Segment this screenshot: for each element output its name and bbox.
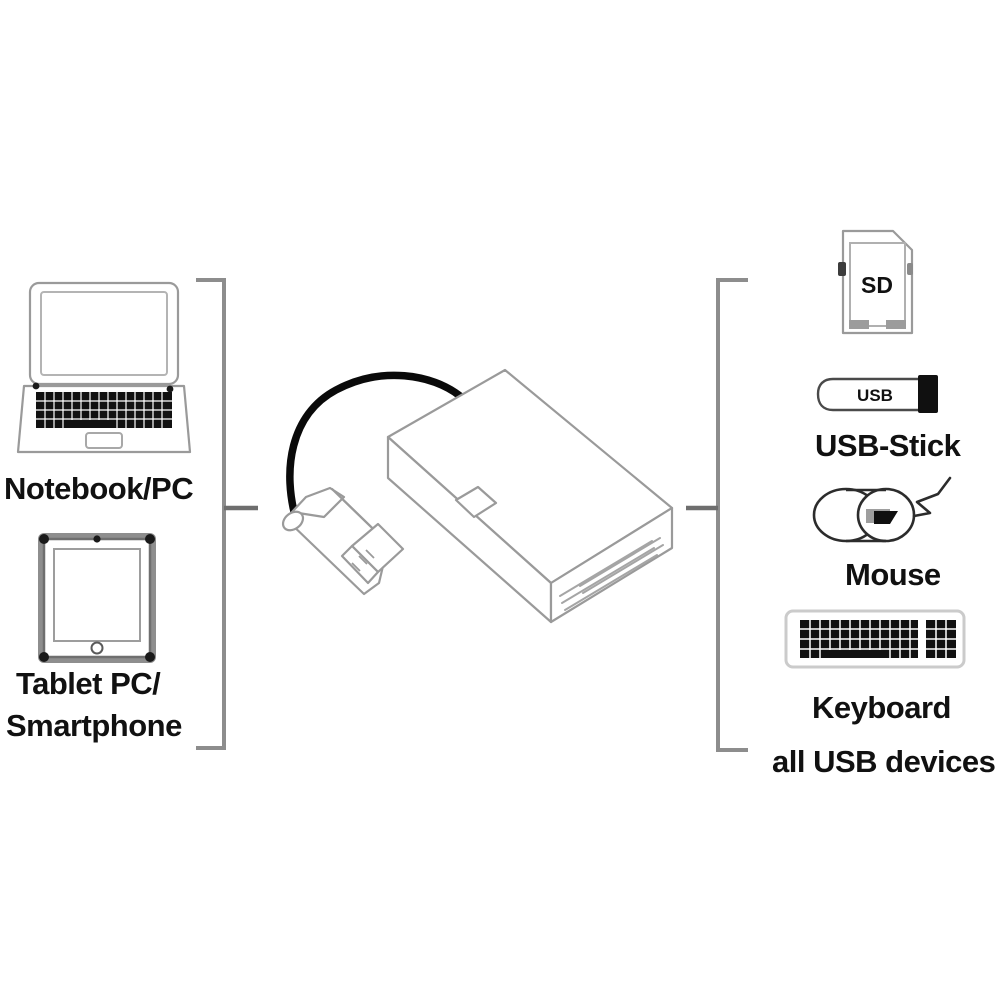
usb-stick-chip-text: USB bbox=[857, 386, 893, 405]
center-hub-group bbox=[281, 368, 674, 624]
sd-card-icon: SD bbox=[838, 229, 914, 335]
usb-otg-hub bbox=[386, 368, 674, 624]
sd-card-chip-text: SD bbox=[861, 272, 893, 298]
label-keyboard: Keyboard bbox=[812, 690, 951, 725]
right-device-group: SD USB USB-Stick Mouse bbox=[686, 229, 996, 779]
label-usb-stick: USB-Stick bbox=[815, 428, 962, 463]
label-mouse: Mouse bbox=[845, 557, 941, 592]
label-notebook-pc: Notebook/PC bbox=[4, 471, 193, 506]
usb-cable bbox=[286, 371, 464, 527]
label-all-usb-devices: all USB devices bbox=[772, 744, 995, 779]
micro-usb-connector bbox=[281, 486, 405, 596]
tablet-icon bbox=[38, 533, 156, 663]
keyboard-icon bbox=[784, 609, 966, 669]
hub-vent-slots bbox=[559, 537, 664, 611]
right-bracket bbox=[686, 278, 748, 752]
label-tablet-line2: Smartphone bbox=[6, 708, 182, 743]
laptop-keyboard-keys bbox=[36, 392, 172, 428]
label-tablet-line1: Tablet PC/ bbox=[16, 666, 161, 701]
mouse-icon bbox=[812, 476, 952, 543]
laptop-icon bbox=[16, 281, 192, 454]
left-bracket bbox=[196, 278, 258, 750]
left-device-group: Notebook/PC Tablet PC/ Smartphone bbox=[4, 278, 258, 750]
usb-stick-icon: USB bbox=[816, 375, 938, 413]
